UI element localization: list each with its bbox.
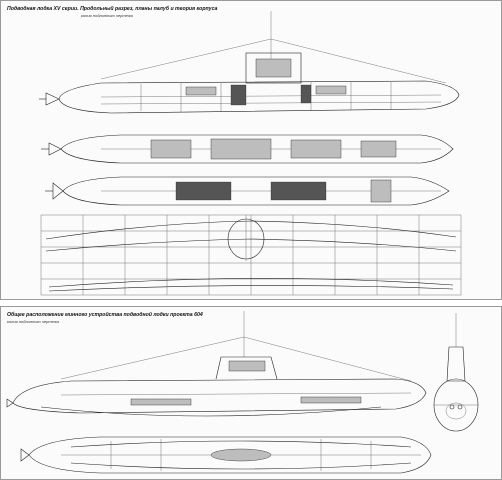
panel-title: Подводная лодка XV серии. Продольный раз… xyxy=(7,6,218,12)
deck-plan-upper xyxy=(41,134,454,164)
panel-subtitle: копия подлинного чертежа xyxy=(81,13,133,18)
drawing-panel-project-604: Общее расположение минного устройства по… xyxy=(0,306,502,480)
panel-title: Общее расположение минного устройства по… xyxy=(7,312,203,318)
project-604-drawing xyxy=(6,311,479,474)
xv-series-drawing xyxy=(39,11,462,296)
drawing-panel-xv-series: Подводная лодка XV серии. Продольный раз… xyxy=(0,0,502,300)
side-profile xyxy=(6,311,427,417)
lines-plan xyxy=(40,214,462,296)
mine-deck-plan xyxy=(20,436,432,474)
bow-section-view xyxy=(433,313,479,432)
deck-plan-lower xyxy=(45,176,450,206)
longitudinal-section xyxy=(39,11,460,114)
panel-subtitle: копия подлинного чертежа xyxy=(7,319,59,324)
